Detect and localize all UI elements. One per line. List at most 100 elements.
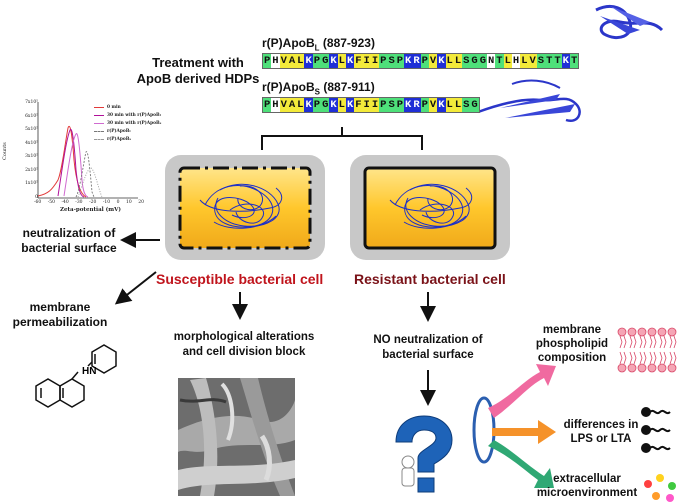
residue: G [470,98,479,112]
neutralization-label: neutralization of bacterial surface [21,226,117,255]
residue: L [337,54,346,68]
residue: I [370,54,380,68]
legend-label: r(P)ApoBₗ [107,129,131,134]
residue: I [370,98,380,112]
residue: F [354,54,363,68]
series-peptide-s [77,167,103,198]
legend-entry: r(P)ApoBₗ [94,128,161,136]
residue: V [428,98,438,112]
residue: L [503,54,512,68]
extracellular-label: extracellular microenvironment [536,473,638,499]
residue: A [287,54,297,68]
residue: L [453,98,463,112]
bracket [261,135,423,150]
residue: K [404,98,413,112]
residue: L [296,98,305,112]
residue: P [379,54,388,68]
susceptible-label: Susceptible bacterial cell [156,271,324,287]
legend-entry: 0 min [94,104,161,112]
legend-swatch [94,122,104,124]
chart-xlabel: Zeta-potential (mV) [60,207,121,213]
legend-entry: r(P)ApoBₛ [94,136,161,144]
x-tick-label: -20 [89,200,97,205]
residue: P [312,54,322,68]
legend-label: 30 min with r(P)ApoBₗ [107,113,161,118]
microenvironment-dots-icon [644,474,676,502]
lps-lta-label: differences in LPS or LTA [563,419,639,445]
series-peptide-l [75,151,95,198]
no-neutralization-label: NO neutralization of bacterial surface [373,334,483,361]
residue: R [412,98,421,112]
residue: K [404,54,413,68]
residue: L [445,98,454,112]
residue: P [395,98,405,112]
chart-yticks: 7x10⁵ 6x10⁵ 5x10⁵ 4x10⁵ 3x10⁵ 2x10⁵ 1x10⁵ 0 [14,100,38,208]
residue: I [362,54,371,68]
residue: H [511,54,521,68]
x-tick-label: 20 [138,200,144,205]
legend-label: 30 min with r(P)ApoBₛ [107,121,162,126]
question-mark-icon [395,415,453,493]
y-tick-label: 5x10⁵ [25,127,38,132]
membrane-permeabilization-label: membrane permeabilization [12,300,108,329]
residue: P [420,98,429,112]
residue: K [437,98,446,112]
residue: K [329,54,338,68]
residue: P [420,54,429,68]
naphthylamine-structure [35,344,117,408]
x-tick-label: -30 [75,200,83,205]
y-tick-label: 6x10⁵ [25,113,38,119]
residue: L [337,98,346,112]
residue: P [312,98,322,112]
y-tick-label: 3x10⁵ [25,154,38,159]
treatment-title: Treatment with ApoB derived HDPs [133,55,263,87]
y-tick-label: 0 [35,194,38,200]
y-tick-label: 2x10⁵ [25,167,38,173]
residue: K [345,54,355,68]
peptide-long-name: r(P)ApoBL (887-923) [262,36,375,53]
x-tick-label: -40 [61,200,69,205]
residue: R [412,54,421,68]
residue: P [263,54,272,68]
residue: G [321,98,330,112]
residue: H [271,98,280,112]
residue: L [296,54,305,68]
y-tick-label: 4x10⁵ [25,140,38,146]
y-tick-label: 1x10⁵ [25,181,38,186]
x-tick-label: 10 [125,200,132,205]
arrow-to-permeabilization [114,271,157,305]
morphological-label: morphological alterations and cell divis… [173,331,315,358]
residue: T [495,54,504,68]
peptide-short-name: r(P)ApoBS (887-911) [262,80,375,97]
x-tick-label: -10 [102,200,111,205]
protein-ribbon-long [595,5,664,39]
legend-label: r(P)ApoBₛ [107,137,132,142]
residue: K [304,54,313,68]
resistant-cell [350,155,510,260]
residue: P [395,54,405,68]
title-line-2: ApoB derived HDPs [136,71,260,86]
membrane-phospholipid-label: membrane phospholipid composition [535,324,609,364]
residue: L [520,54,529,68]
flow-arrows [114,232,436,406]
legend-entry: 30 min with r(P)ApoBₛ [94,120,161,128]
residue: G [478,54,488,68]
title-line-1: Treatment with [152,55,244,70]
green-arrow [488,440,554,488]
residue: S [462,98,471,112]
residue: V [428,54,438,68]
series-30min-s [63,133,89,198]
residue: K [304,98,313,112]
y-tick-label: 7x10⁵ [25,100,38,105]
residue: K [329,98,338,112]
residue: S [387,98,396,112]
x-tick-label: -50 [47,200,56,205]
residue: T [569,54,579,68]
legend-entry: 30 min with r(P)ApoBₗ [94,112,161,120]
zeta-chart [37,102,138,199]
x-tick-label: -60 [34,200,42,205]
legend-swatch [94,138,104,140]
